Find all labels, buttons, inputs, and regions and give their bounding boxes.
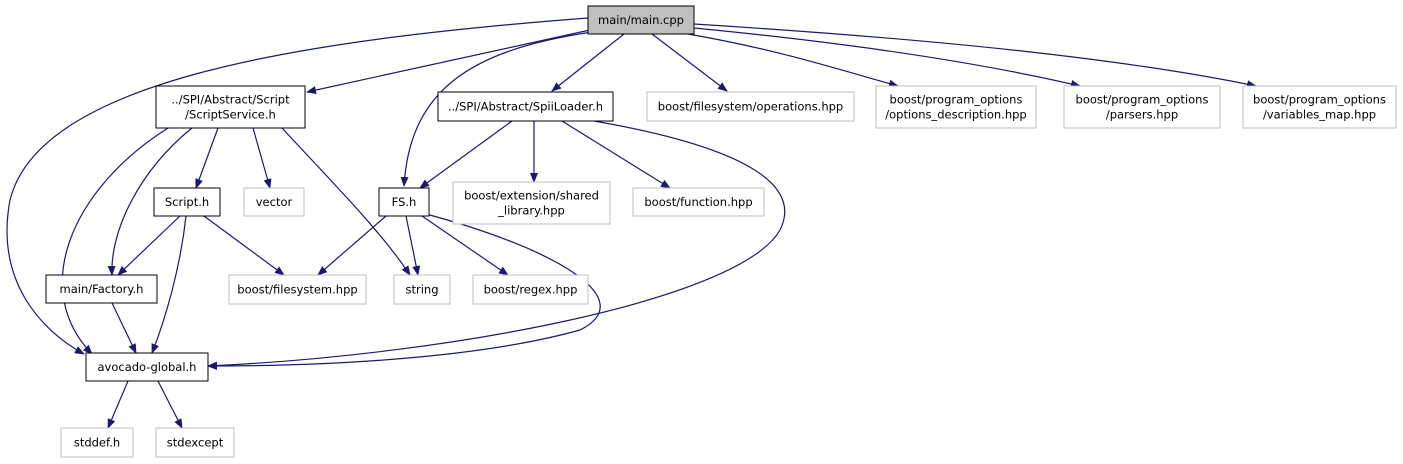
node-label-avocado_global: avocado-global.h bbox=[98, 360, 197, 374]
node-label-po_parsers-line-0: boost/program_options bbox=[1076, 93, 1209, 107]
node-po_parsers: boost/program_options/parsers.hpp bbox=[1063, 85, 1221, 129]
edge-scriptservice-to-script_h bbox=[195, 127, 219, 189]
edge-factory_h-to-avocado_global bbox=[111, 302, 137, 354]
node-label-string: string bbox=[405, 283, 438, 297]
node-label-scriptservice-line-1: /ScriptService.h bbox=[185, 108, 276, 122]
node-label-factory_h: main/Factory.h bbox=[60, 282, 144, 296]
node-label-function_hpp: boost/function.hpp bbox=[644, 195, 752, 209]
node-label-fs_h: FS.h bbox=[392, 195, 417, 209]
node-fs_h[interactable]: FS.h bbox=[378, 187, 430, 217]
node-label-main_cpp: main/main.cpp bbox=[598, 13, 684, 27]
node-label-scriptservice-line-0: ../SPI/Abstract/Script bbox=[171, 93, 290, 107]
edge-avocado_global-to-stddef bbox=[107, 380, 129, 429]
node-po_options: boost/program_options/options_descriptio… bbox=[875, 85, 1037, 129]
edge-main_cpp-to-fs_operations bbox=[651, 33, 728, 92]
node-box-main_cpp bbox=[587, 5, 695, 35]
node-box-po_parsers bbox=[1063, 85, 1221, 129]
node-box-spiiloader bbox=[437, 91, 614, 122]
edge-fs_h-to-regex_hpp bbox=[421, 215, 509, 276]
edge-scriptservice-to-vector bbox=[252, 127, 272, 189]
node-box-script_h bbox=[153, 187, 221, 217]
node-factory_h[interactable]: main/Factory.h bbox=[45, 274, 158, 304]
node-label-vector: vector bbox=[256, 195, 293, 209]
node-label-filesystem_hpp: boost/filesystem.hpp bbox=[237, 283, 357, 297]
node-label-script_h: Script.h bbox=[165, 195, 209, 209]
edge-script_h-to-factory_h bbox=[117, 215, 181, 276]
node-label-po_parsers-line-1: /parsers.hpp bbox=[1106, 108, 1178, 122]
node-label-shared_library-line-1: _library.hpp bbox=[497, 204, 565, 218]
node-spiiloader[interactable]: ../SPI/Abstract/SpiiLoader.h bbox=[437, 91, 614, 122]
node-label-po_options-line-0: boost/program_options bbox=[890, 93, 1023, 107]
node-box-function_hpp bbox=[632, 187, 765, 217]
node-box-po_variables bbox=[1242, 85, 1397, 129]
node-regex_hpp: boost/regex.hpp bbox=[472, 274, 589, 305]
node-function_hpp: boost/function.hpp bbox=[632, 187, 765, 217]
edge-main_cpp-to-po_options bbox=[687, 33, 899, 88]
node-box-fs_operations bbox=[646, 91, 855, 122]
node-shared_library: boost/extension/shared_library.hpp bbox=[452, 181, 611, 225]
node-label-shared_library-line-0: boost/extension/shared bbox=[464, 189, 599, 203]
node-stddef: stddef.h bbox=[60, 427, 134, 458]
edges-layer bbox=[6, 17, 1257, 429]
edge-fs_h-to-avocado_global bbox=[207, 213, 601, 370]
edge-main_cpp-to-avocado_global bbox=[6, 17, 589, 355]
node-box-scriptservice bbox=[155, 85, 306, 129]
edge-spiiloader-to-fs_h bbox=[419, 120, 513, 189]
node-label-fs_operations: boost/filesystem/operations.hpp bbox=[658, 100, 843, 114]
node-box-fs_h bbox=[378, 187, 430, 217]
edge-main_cpp-to-po_variables bbox=[693, 23, 1257, 89]
node-label-po_options-line-1: /options_description.hpp bbox=[885, 108, 1026, 122]
node-box-filesystem_hpp bbox=[228, 274, 367, 305]
node-vector: vector bbox=[243, 187, 305, 217]
node-stdexcept: stdexcept bbox=[155, 427, 235, 458]
edge-spiiloader-to-avocado_global bbox=[207, 120, 786, 370]
edge-scriptservice-to-avocado_global bbox=[61, 127, 169, 355]
node-fs_operations: boost/filesystem/operations.hpp bbox=[646, 91, 855, 122]
node-box-stddef bbox=[60, 427, 134, 458]
node-box-avocado_global bbox=[85, 352, 209, 382]
edge-script_h-to-avocado_global bbox=[151, 215, 187, 354]
edge-main_cpp-to-po_parsers bbox=[693, 27, 1081, 88]
nodes-layer: main/main.cpp ../SPI/Abstract/Script/Scri… bbox=[45, 5, 1397, 458]
node-box-stdexcept bbox=[155, 427, 235, 458]
node-label-stdexcept: stdexcept bbox=[167, 436, 224, 450]
node-label-po_variables-line-0: boost/program_options bbox=[1253, 93, 1386, 107]
node-label-regex_hpp: boost/regex.hpp bbox=[484, 283, 578, 297]
edge-script_h-to-filesystem_hpp bbox=[203, 215, 285, 276]
edge-main_cpp-to-spiiloader bbox=[551, 33, 625, 92]
node-main_cpp[interactable]: main/main.cpp bbox=[587, 5, 695, 35]
node-box-vector bbox=[243, 187, 305, 217]
edge-main_cpp-to-fs_h bbox=[400, 31, 593, 187]
node-box-string bbox=[393, 274, 451, 305]
node-label-po_variables-line-1: /variables_map.hpp bbox=[1263, 108, 1376, 122]
edge-fs_h-to-filesystem_hpp bbox=[317, 215, 387, 276]
edge-scriptservice-to-string bbox=[281, 127, 411, 276]
edge-scriptservice-to-factory_h bbox=[107, 127, 193, 276]
edge-avocado_global-to-stdexcept bbox=[157, 380, 183, 429]
edge-fs_h-to-string bbox=[405, 215, 421, 276]
node-scriptservice[interactable]: ../SPI/Abstract/Script/ScriptService.h bbox=[155, 85, 306, 129]
node-script_h[interactable]: Script.h bbox=[153, 187, 221, 217]
node-box-regex_hpp bbox=[472, 274, 589, 305]
node-string: string bbox=[393, 274, 451, 305]
node-po_variables: boost/program_options/variables_map.hpp bbox=[1242, 85, 1397, 129]
node-box-po_options bbox=[875, 85, 1037, 129]
node-box-factory_h bbox=[45, 274, 158, 304]
edge-main_cpp-to-scriptservice bbox=[306, 29, 591, 94]
node-avocado_global[interactable]: avocado-global.h bbox=[85, 352, 209, 382]
node-label-spiiloader: ../SPI/Abstract/SpiiLoader.h bbox=[448, 100, 603, 114]
edge-spiiloader-to-function_hpp bbox=[561, 120, 671, 189]
node-label-stddef: stddef.h bbox=[74, 436, 120, 450]
node-box-shared_library bbox=[452, 181, 611, 225]
node-filesystem_hpp: boost/filesystem.hpp bbox=[228, 274, 367, 305]
